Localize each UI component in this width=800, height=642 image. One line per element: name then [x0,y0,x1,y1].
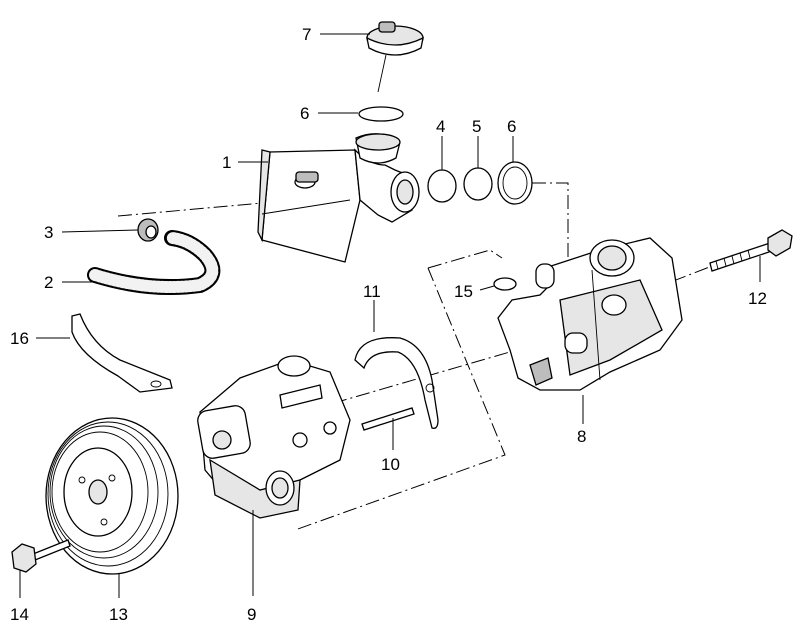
seal-ring-5 [463,167,493,201]
leader-lines [19,33,761,598]
callout-3: 3 [44,223,53,242]
callout-5: 5 [472,117,481,136]
dowel-pin [361,407,415,431]
callout-9: 9 [247,605,256,624]
o-ring-15 [493,277,517,291]
callout-8: 8 [577,427,586,446]
callout-2: 2 [44,273,53,292]
support-plate [354,337,439,429]
reservoir-cap [366,21,424,93]
callout-7: 7 [302,25,311,44]
callout-15: 15 [454,282,473,301]
seal-ring-6 [497,161,533,205]
callout-6-right: 6 [507,117,516,136]
callout-13: 13 [109,605,128,624]
pump-bracket [497,237,683,391]
callout-4: 4 [436,117,445,136]
callout-11: 11 [363,282,381,301]
callout-14: 14 [10,605,29,624]
heat-shield [71,313,173,393]
pump-pulley [45,417,179,575]
seal-ring-4 [427,169,457,203]
o-ring-top [358,106,404,122]
pulley-bolt [11,539,71,573]
fluid-reservoir [257,133,420,263]
callout-1: 1 [222,153,231,172]
callout-12: 12 [748,289,767,308]
callout-6-top: 6 [300,104,309,123]
callout-16: 16 [10,329,29,348]
long-bolt [709,229,793,272]
callout-10: 10 [381,455,400,474]
callout-labels: 7 6 4 5 6 1 3 2 11 15 12 16 8 10 14 13 9 [10,25,767,624]
power-steering-pump [197,355,351,519]
hose-clamp [137,218,159,242]
